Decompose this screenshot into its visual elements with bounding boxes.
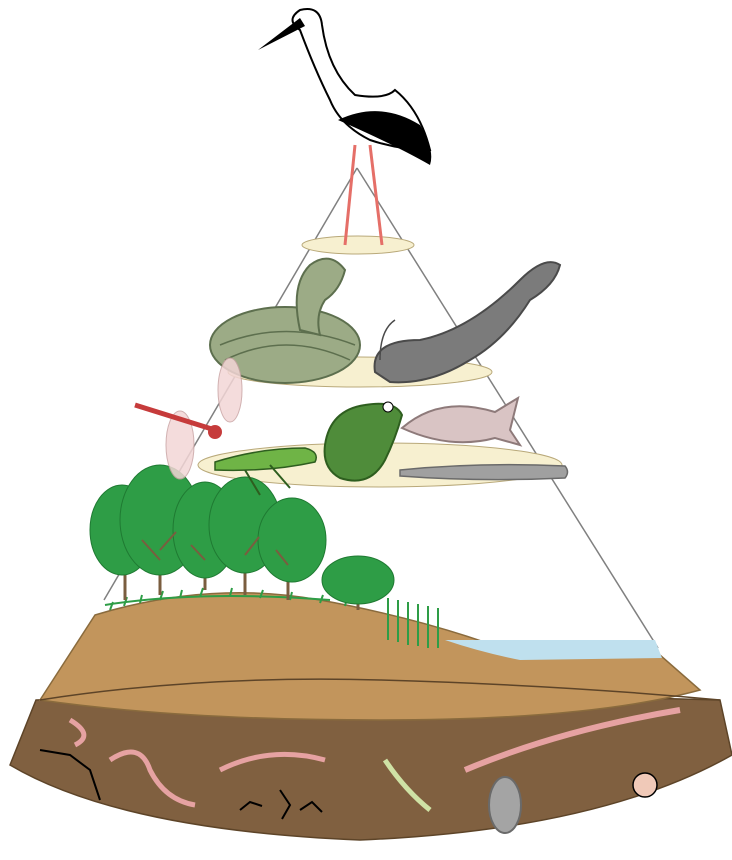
soil-layers <box>10 593 732 840</box>
mite <box>633 773 657 797</box>
stork-beak <box>258 18 305 50</box>
apex-platform <box>302 236 414 254</box>
stork <box>258 9 431 245</box>
stork-legs <box>345 145 382 245</box>
pill-bug <box>489 777 521 833</box>
fish <box>402 398 520 445</box>
